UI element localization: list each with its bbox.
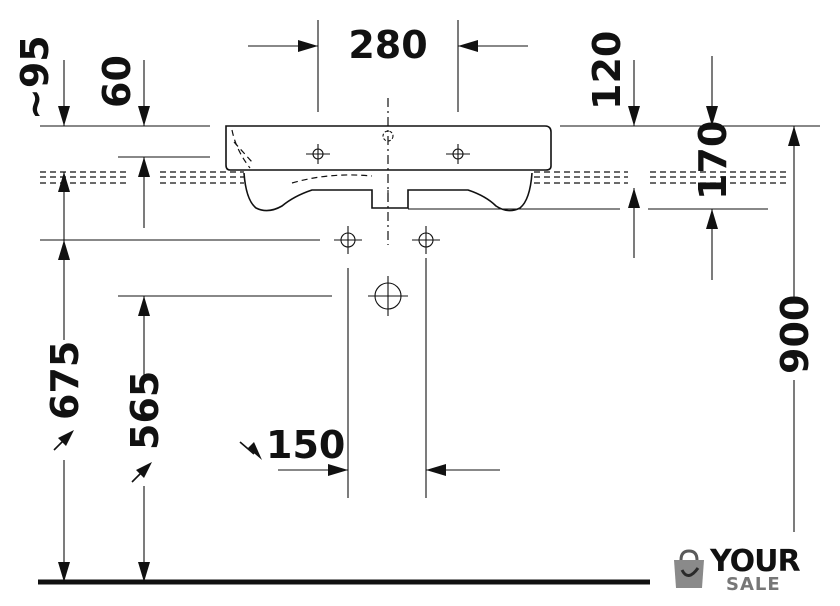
waste-connection [368,276,408,316]
dimension-675: 675 [43,240,87,582]
dim-label-900: 900 [773,295,817,374]
dimension-95: ~95 [13,35,70,240]
dim-label-120: 120 [585,31,629,110]
dimension-280: 280 [248,23,528,67]
dim-label-60: 60 [95,55,139,108]
yoursale-logo: YOUR SALE [668,544,818,596]
tap-hole-right [446,144,470,164]
dimension-565: 565 [123,296,167,582]
tap-hole-left [306,144,330,164]
hidden-lines [40,171,786,184]
dim-label-675: 675 [43,341,87,420]
shopping-bag-icon [674,549,704,588]
dim-label-565: 565 [123,371,167,450]
logo-word: YOUR [710,544,801,579]
washbasin-outline [225,125,552,212]
dim-label-170: 170 [691,121,735,200]
dim-label-150: 150 [266,423,345,467]
supply-connection-left [334,226,362,254]
dimension-60: 60 [95,55,150,228]
dimension-900: 900 [773,126,817,532]
extension-lines [40,20,820,498]
dim-label-280: 280 [348,23,427,67]
dimension-120: 120 [585,31,640,258]
supply-connection-right [412,226,440,254]
logo-sub: SALE [726,574,781,595]
dimension-150: 150 [239,423,500,476]
dim-label-95: ~95 [13,35,57,120]
dimension-170: 170 [691,56,735,280]
